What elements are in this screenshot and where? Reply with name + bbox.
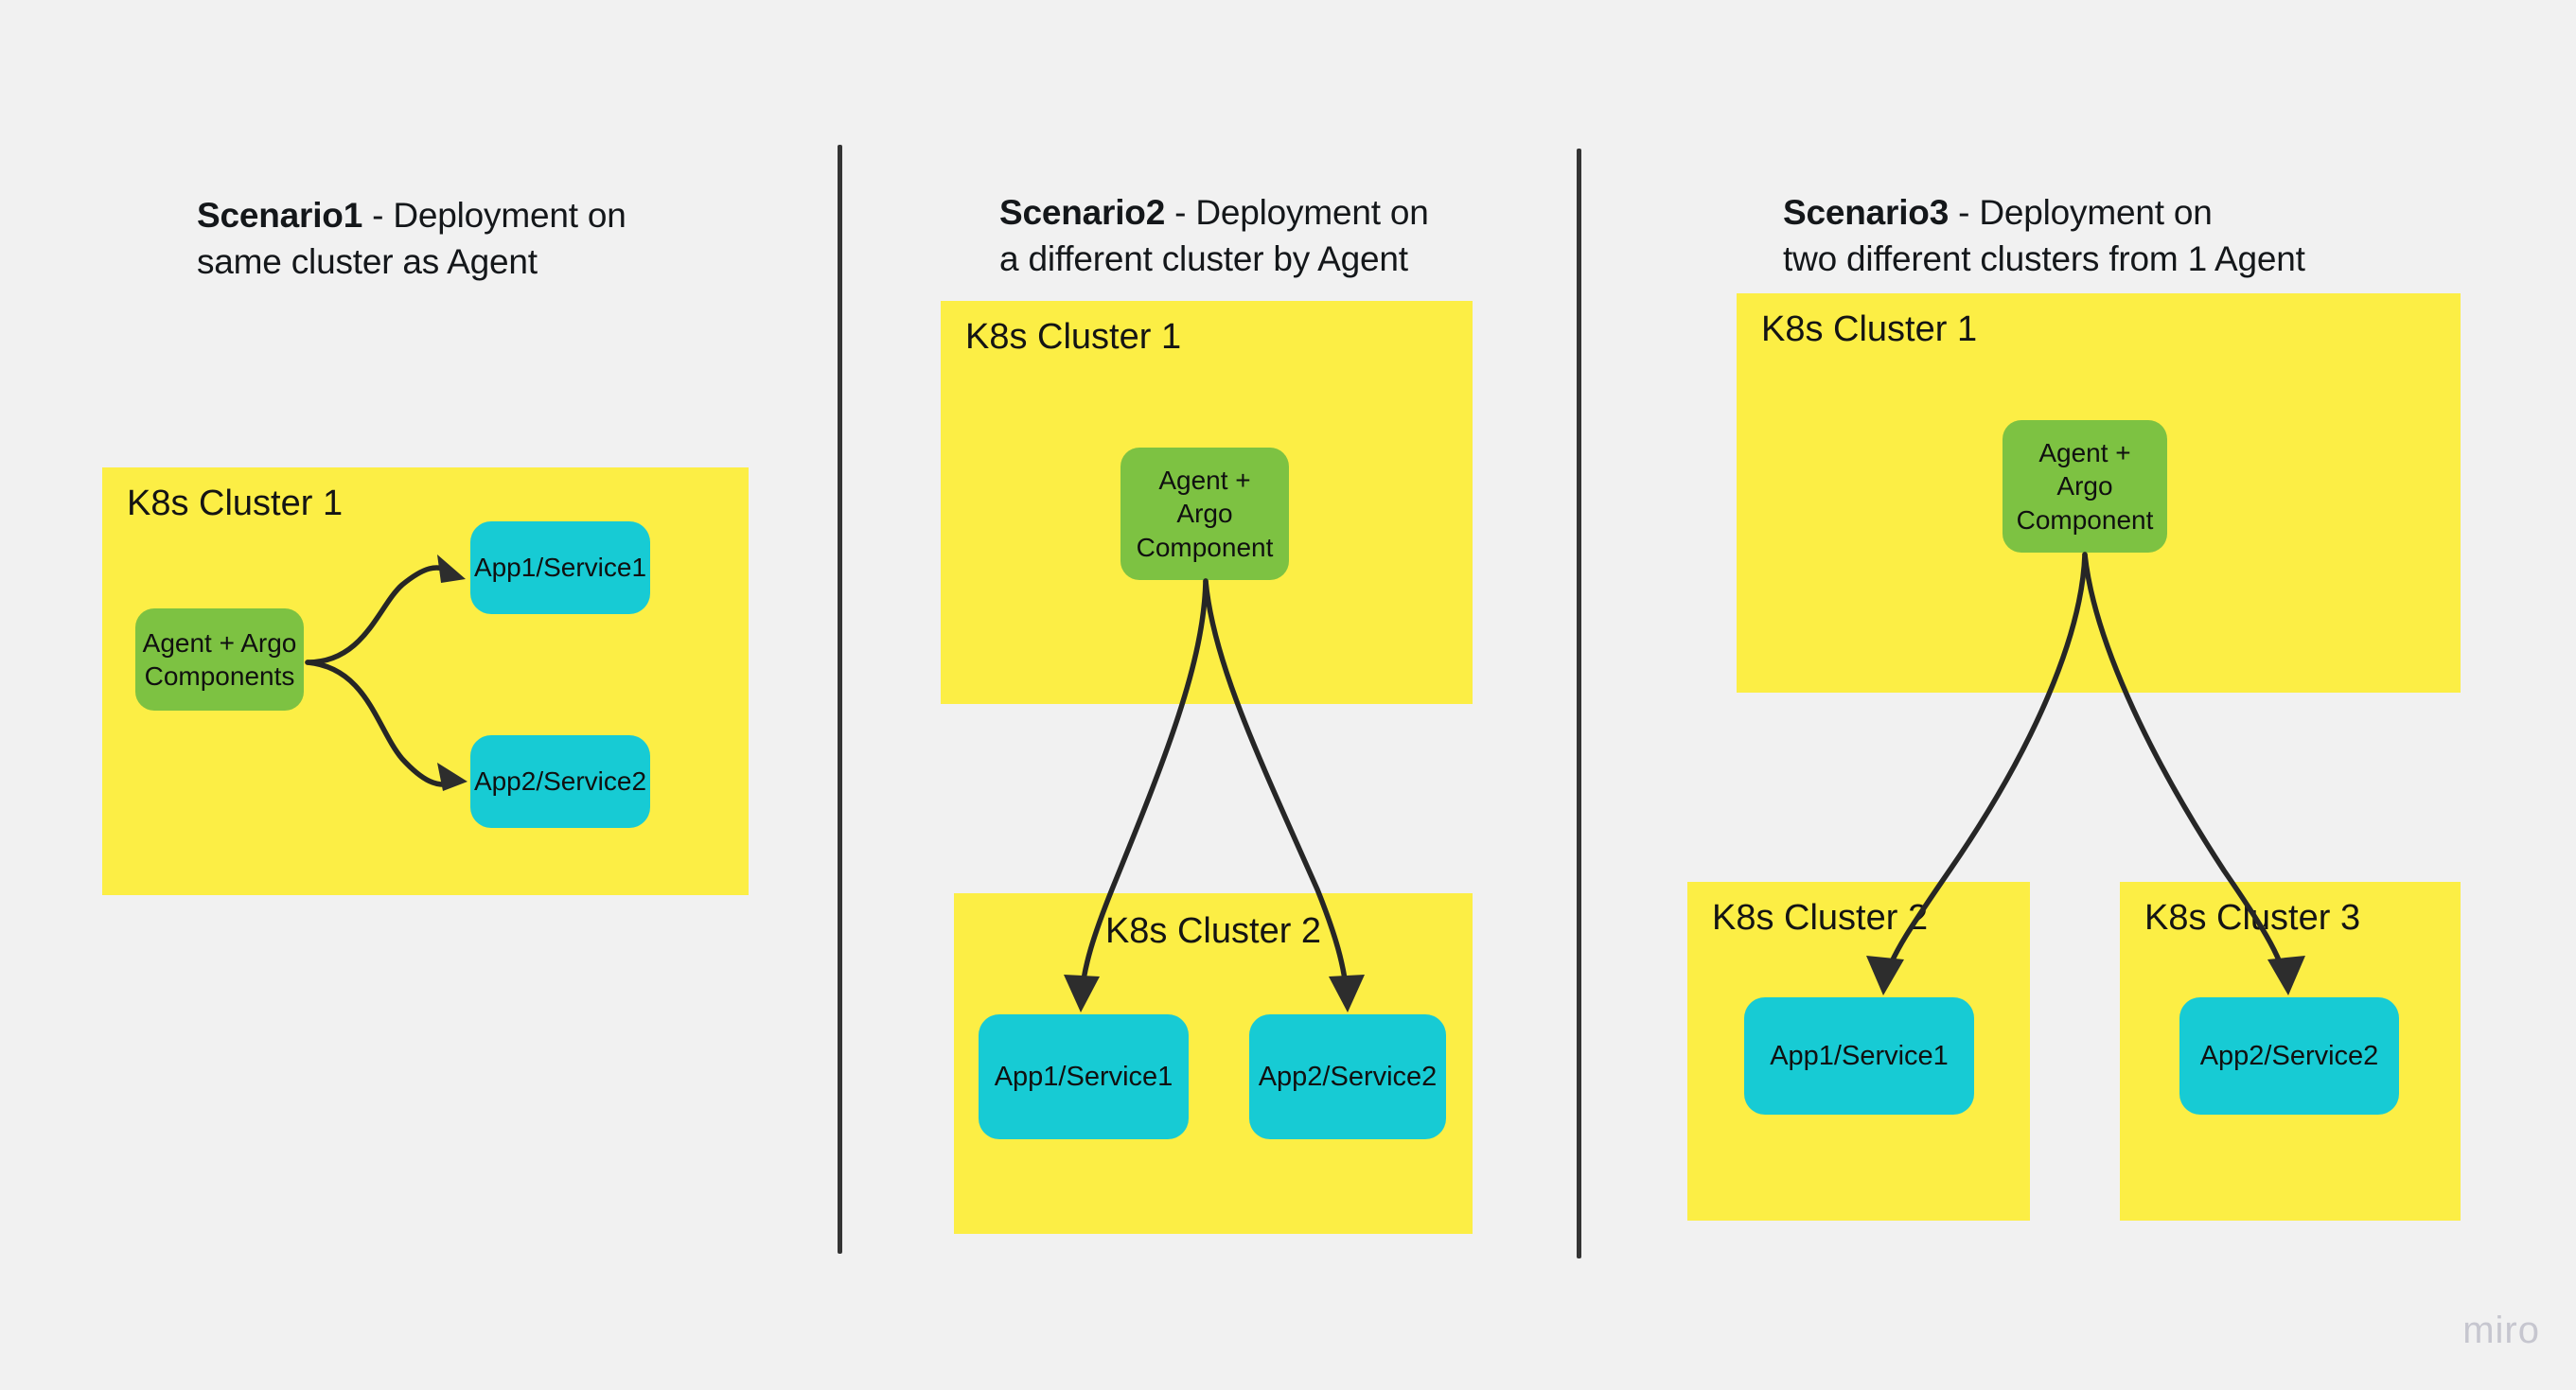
panel-heading-scenario1: Scenario1 - Deployment on same cluster a… [197, 147, 765, 285]
node-s3-app2[interactable]: App2/Service2 [2179, 997, 2399, 1115]
panel-divider-1 [838, 145, 842, 1254]
node-s2-agent[interactable]: Agent + Argo Component [1120, 448, 1289, 580]
cluster-label-s3-cluster3: K8s Cluster 3 [2144, 898, 2361, 938]
miro-watermark: miro [2462, 1310, 2540, 1351]
node-s3-agent[interactable]: Agent + Argo Component [2003, 420, 2167, 553]
cluster-label-s2-cluster1: K8s Cluster 1 [965, 317, 1182, 357]
cluster-label-s1-cluster1: K8s Cluster 1 [127, 484, 344, 523]
cluster-label-s3-cluster1: K8s Cluster 1 [1761, 309, 1978, 349]
scenario3-heading-rest: - Deployment on two different clusters f… [1783, 192, 2305, 278]
scenario2-heading-rest: - Deployment on a different cluster by A… [999, 192, 1429, 278]
node-s2-app2[interactable]: App2/Service2 [1249, 1014, 1446, 1139]
node-s3-app1[interactable]: App1/Service1 [1744, 997, 1974, 1115]
scenario1-heading-rest: - Deployment on same cluster as Agent [197, 195, 626, 281]
panel-heading-scenario2: Scenario2 - Deployment on a different cl… [999, 144, 1529, 282]
node-s1-app2[interactable]: App2/Service2 [470, 735, 650, 828]
node-s1-agent[interactable]: Agent + Argo Components [135, 608, 304, 711]
node-s2-app1[interactable]: App1/Service1 [979, 1014, 1189, 1139]
node-s1-app1[interactable]: App1/Service1 [470, 521, 650, 614]
panel-heading-scenario3: Scenario3 - Deployment on two different … [1783, 144, 2370, 282]
scenario3-heading-bold: Scenario3 [1783, 192, 1950, 232]
scenario2-heading-bold: Scenario2 [999, 192, 1166, 232]
cluster-label-s3-cluster2: K8s Cluster 2 [1712, 898, 1929, 938]
scenario1-heading-bold: Scenario1 [197, 195, 363, 235]
cluster-label-s2-cluster2: K8s Cluster 2 [1104, 911, 1322, 951]
panel-divider-2 [1577, 149, 1581, 1258]
